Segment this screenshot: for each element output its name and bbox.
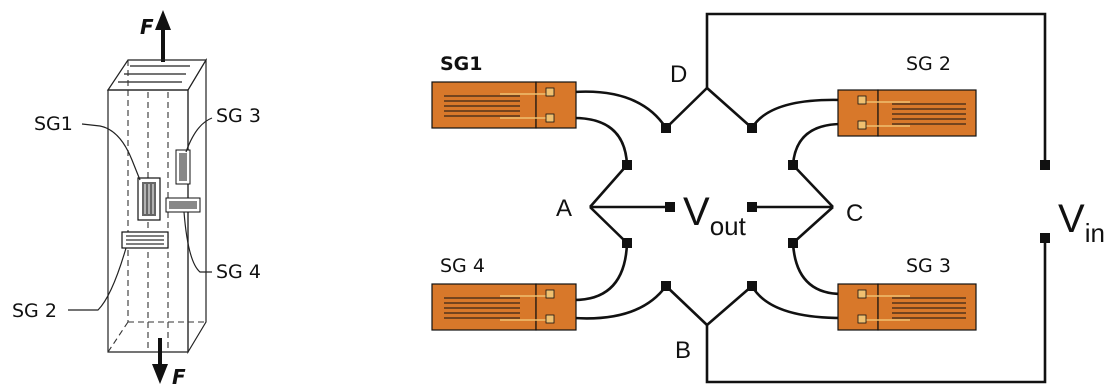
force-arrow-bottom <box>152 338 168 384</box>
force-arrow-top <box>155 10 171 62</box>
block-gauge-sg2 <box>121 231 169 249</box>
block-label-sg3: SG 3 <box>216 105 261 127</box>
sg3-lead-top <box>791 242 843 296</box>
gauge-sg4 <box>431 283 577 331</box>
node-label-a: A <box>556 195 572 222</box>
specimen-panel: F <box>12 10 261 387</box>
vin-wire-top <box>705 12 1047 165</box>
bridge-label-sg2: SG 2 <box>906 53 951 75</box>
vin-base: V <box>1058 197 1085 241</box>
bridge-label-sg3: SG 3 <box>906 255 951 277</box>
block-gauge-sg3 <box>175 149 191 185</box>
node-label-d: D <box>670 61 687 88</box>
block-gauge-sg4 <box>165 197 201 213</box>
gauge-sg3 <box>837 283 977 331</box>
vin-label: Vin <box>1058 197 1105 248</box>
force-label-top: F <box>140 15 154 39</box>
bridge-panel: SG1 SG 2 <box>431 12 1105 384</box>
block-gauge-sg1 <box>137 177 161 221</box>
vout-terminal-right <box>747 202 757 212</box>
vin-terminal-bottom <box>1040 233 1050 243</box>
leader-sg2 <box>68 247 127 311</box>
vin-sub: in <box>1085 218 1105 248</box>
sg4-lead-bottom <box>573 285 668 320</box>
sg2-lead-bottom <box>791 122 843 166</box>
vout-label: Vout <box>683 190 747 241</box>
bridge-label-sg1: SG1 <box>440 53 483 75</box>
vin-wire-bottom <box>705 238 1047 384</box>
sg4-lead-top <box>573 242 629 302</box>
node-label-b: B <box>675 337 691 364</box>
leader-sg4 <box>183 211 212 273</box>
arm-c-top <box>792 164 834 208</box>
sg1-lead-bottom <box>573 116 629 166</box>
arm-b-left <box>665 285 708 326</box>
arm-a-top <box>589 164 628 208</box>
sg2-lead-top <box>750 98 843 129</box>
terminal-d-left <box>661 123 671 133</box>
arm-a-bottom <box>589 206 628 244</box>
arm-c-bottom <box>792 206 834 244</box>
sg3-lead-bottom <box>750 285 843 320</box>
terminal-d-right <box>747 123 757 133</box>
leader-sg1 <box>81 123 141 181</box>
vin-terminal-top <box>1040 160 1050 170</box>
block-label-sg4: SG 4 <box>216 261 261 283</box>
force-label-bottom: F <box>172 365 186 387</box>
vout-terminal-left <box>665 202 675 212</box>
specimen-block <box>106 57 208 355</box>
arm-d-left <box>665 87 708 129</box>
bridge-label-sg4: SG 4 <box>440 255 485 277</box>
sg1-lead-top <box>573 90 668 129</box>
vout-sub: out <box>710 211 747 241</box>
gauge-sg1 <box>431 81 577 129</box>
block-label-sg2: SG 2 <box>12 300 57 322</box>
leader-sg3 <box>185 117 213 153</box>
gauge-sg2 <box>837 89 977 137</box>
node-label-c: C <box>846 200 863 227</box>
vout-base: V <box>683 190 710 234</box>
arm-d-right <box>706 87 753 129</box>
arm-b-right <box>706 285 753 326</box>
block-label-sg1: SG1 <box>34 113 73 135</box>
